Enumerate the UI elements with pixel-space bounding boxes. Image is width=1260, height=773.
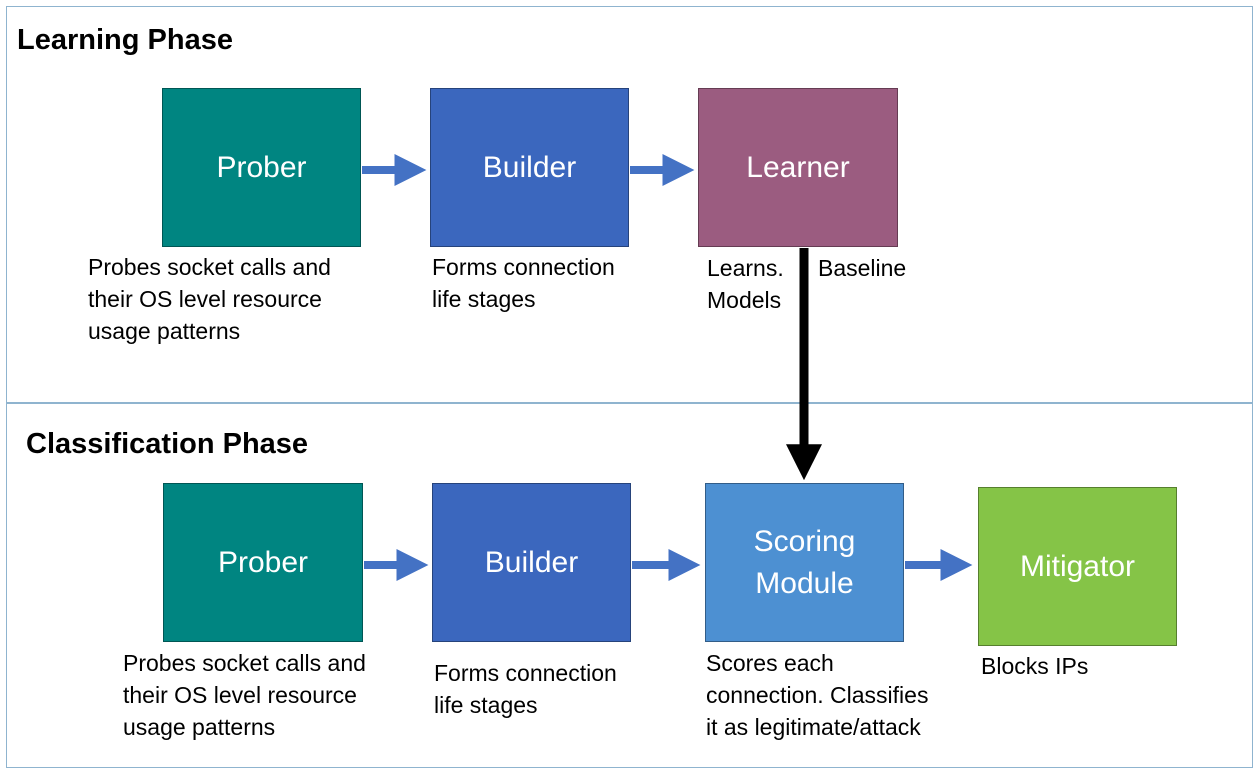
mitigator-box: Mitigator [978,487,1177,646]
learner-description-left: Learns. Models [707,255,784,313]
mitigator-description: Blocks IPs [981,653,1089,679]
classification-prober-box: Prober [163,483,363,642]
classification-builder-box: Builder [432,483,631,642]
learning-prober-description: Probes socket calls and their OS level r… [88,254,331,344]
classification-builder-label: Builder [484,545,579,579]
scoring-module-description: Scores each connection. Classifies it as… [706,650,929,740]
learner-box: Learner [698,88,898,247]
mitigator-label: Mitigator [1019,549,1136,583]
learning-builder-label: Builder [482,150,577,184]
classification-builder-description: Forms connection life stages [434,660,617,718]
scoring-module-box: Scoring Module [705,483,904,642]
learning-prober-label: Prober [216,150,307,184]
learner-label: Learner [746,150,850,184]
classification-prober-description: Probes socket calls and their OS level r… [123,650,366,740]
scoring-module-label: Scoring Module [753,524,856,600]
learning-phase-panel [6,6,1253,404]
learning-builder-description: Forms connection life stages [432,254,615,312]
classification-phase-panel [6,402,1253,768]
classification-phase-title: Classification Phase [26,428,309,460]
learning-phase-title: Learning Phase [17,24,233,56]
learner-description-right: Baseline [818,255,907,281]
classification-prober-label: Prober [217,545,309,579]
learning-prober-box: Prober [162,88,361,247]
learning-builder-box: Builder [430,88,629,247]
